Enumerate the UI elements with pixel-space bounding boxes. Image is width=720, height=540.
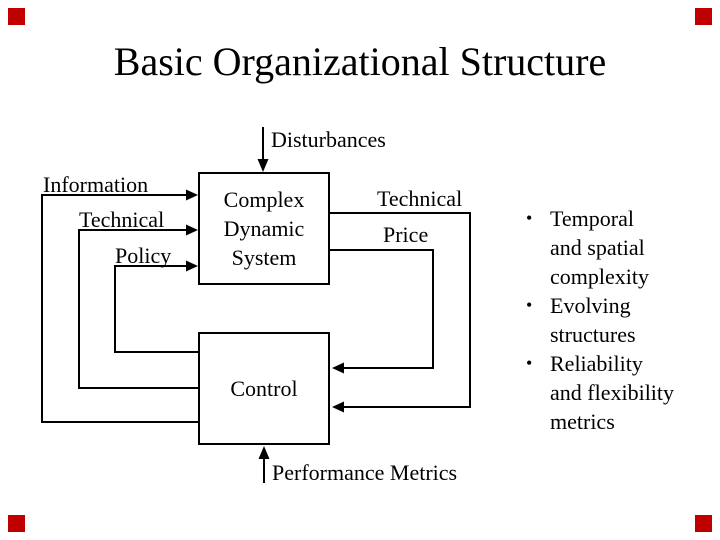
corner-decoration-bottom-left: [8, 515, 25, 532]
corner-decoration-top-left: [8, 8, 25, 25]
list-item: metrics: [518, 407, 713, 436]
list-item: structures: [518, 320, 713, 349]
bullet-text: Evolving: [550, 293, 631, 318]
input-information-label: Information: [43, 172, 149, 197]
bullet-icon: •: [526, 295, 533, 315]
bullet-spacer: [518, 320, 550, 349]
bullet-text: metrics: [550, 409, 615, 434]
control-box-label: Control: [230, 376, 298, 401]
corner-decoration-top-right: [695, 8, 712, 25]
bullet-spacer: [518, 407, 550, 436]
bullet-spacer: [518, 262, 550, 291]
output-technical-label: Technical: [377, 186, 463, 211]
bullet-spacer: [518, 378, 550, 407]
disturbances-label: Disturbances: [271, 127, 386, 152]
slide-title: Basic Organizational Structure: [113, 39, 607, 84]
complex-dynamic-system-box: Complex Dynamic System: [198, 172, 330, 285]
bullet-spacer: [518, 233, 550, 262]
list-item: complexity: [518, 262, 713, 291]
input-technical-label: Technical: [79, 207, 165, 232]
bullet-text: structures: [550, 322, 636, 347]
system-box-line2: Dynamic: [223, 216, 305, 241]
bullet-text: complexity: [550, 264, 649, 289]
list-item: • Evolving: [518, 291, 713, 320]
input-policy-label: Policy: [115, 243, 172, 268]
bullet-icon: •: [526, 353, 533, 373]
list-item: • Reliability: [518, 349, 713, 378]
output-price-label: Price: [383, 222, 429, 247]
system-box-line1: Complex: [223, 187, 305, 212]
list-item: and spatial: [518, 233, 713, 262]
bullet-text: and flexibility: [550, 380, 675, 405]
system-box-line3: System: [231, 245, 297, 270]
list-item: • Temporal: [518, 204, 713, 233]
bullet-text: Reliability: [550, 351, 643, 376]
bullet-icon: •: [526, 208, 533, 228]
bullet-list: • Temporal and spatial complexity • Evol…: [518, 204, 713, 436]
list-item: and flexibility: [518, 378, 713, 407]
control-box: Control: [198, 332, 330, 445]
bullet-text: and spatial: [550, 235, 645, 260]
performance-metrics-label: Performance Metrics: [272, 460, 458, 485]
bullet-text: Temporal: [550, 206, 634, 231]
corner-decoration-bottom-right: [695, 515, 712, 532]
